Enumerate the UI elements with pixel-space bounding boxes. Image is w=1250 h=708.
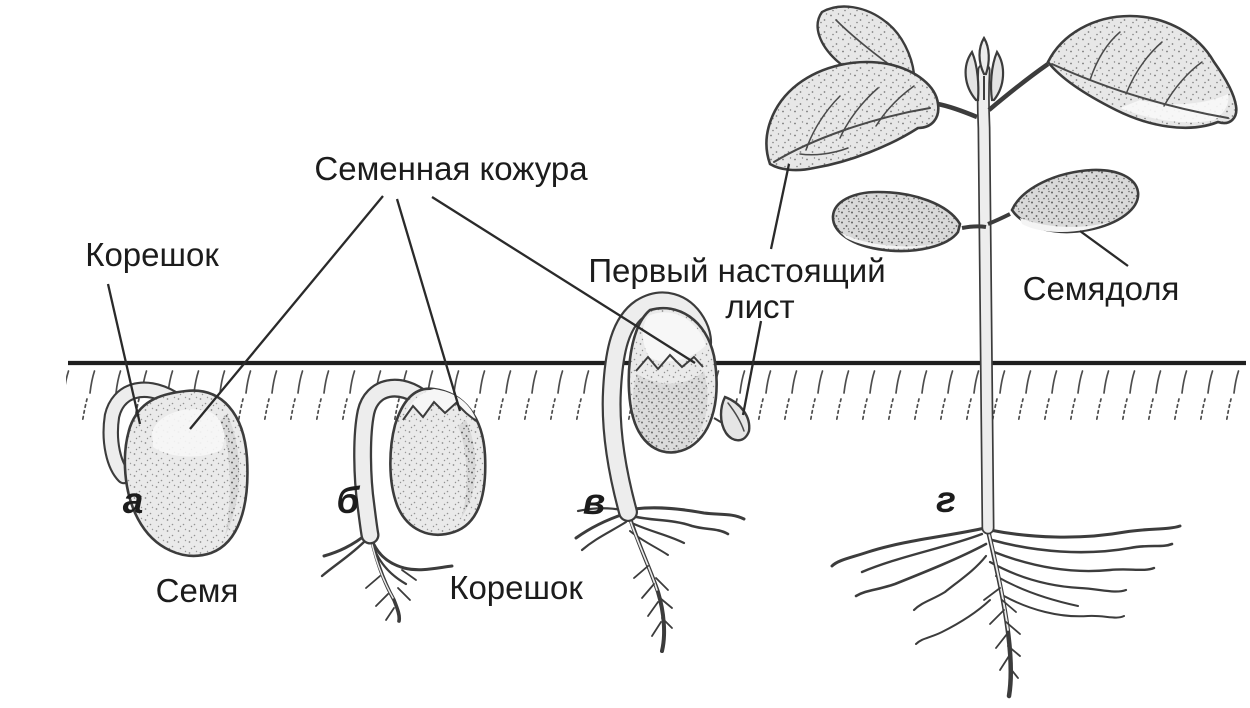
cotyledon-left	[831, 190, 962, 253]
apical-bud	[964, 35, 1005, 102]
cotyledon-right-stalk	[987, 212, 1011, 226]
pointer-cotyledon	[1079, 230, 1129, 267]
stage-v-emerging-seedling: в	[574, 291, 751, 653]
seed-v-exposed-cotyledon	[642, 312, 706, 362]
seed-v-coat-crack	[635, 353, 704, 372]
radicle-hook	[104, 383, 179, 483]
label-first-true-leaf-line1: Первый настоящий	[588, 252, 885, 289]
stage-g-young-plant: г	[765, 5, 1238, 699]
root-system-v	[574, 506, 746, 653]
stem	[978, 65, 993, 533]
cotyledon-left-stalk	[961, 224, 987, 230]
label-radicle-top: Корешок	[85, 236, 219, 273]
cotyledon-right-underside	[1020, 218, 1110, 232]
first-leaf-vein	[727, 402, 745, 432]
label-cotyledon: Семядоля	[1023, 270, 1180, 307]
seed-b-coat-crack	[402, 400, 477, 422]
stage-b-germinating-seed: б Корешок	[320, 378, 583, 623]
stage-letter-g: г	[936, 479, 956, 520]
pointer-seed-coat-to-v	[431, 196, 696, 364]
pointer-seed-coat-to-b	[395, 198, 462, 412]
hypocotyl-b	[355, 380, 432, 543]
stage-letter-b: б	[337, 480, 361, 521]
radicle-caption: Корешок	[449, 569, 583, 606]
cotyledon-left-underside	[840, 232, 936, 249]
left-leaf-petiole	[937, 101, 978, 120]
seed-a-shading	[220, 414, 240, 536]
true-leaf-right	[1046, 14, 1238, 130]
true-leaf-left-veins	[773, 85, 931, 163]
annotations: Семенная кожура Корешок Первый настоящий…	[85, 150, 1180, 430]
stage-letter-v: в	[583, 481, 605, 522]
root-system-b	[320, 531, 454, 623]
true-leaf-right-underside	[1120, 94, 1229, 123]
stage-letter-a: а	[123, 480, 144, 521]
seed-b-shading	[458, 420, 476, 518]
label-seed-coat: Семенная кожура	[314, 150, 588, 187]
seed-b-exposed-cotyledon	[403, 389, 476, 420]
pointer-radicle-to-a	[106, 283, 142, 425]
pointer-first-leaf-to-v	[741, 320, 763, 416]
label-first-true-leaf-line2: лист	[725, 288, 794, 325]
stage-a-seed: а Семя	[102, 381, 249, 609]
seed-a-highlight	[152, 409, 225, 457]
right-leaf-petiole	[987, 62, 1050, 112]
seed-v-shading	[632, 371, 708, 451]
true-leaf-right-veins	[1051, 31, 1229, 119]
root-system-g	[830, 524, 1182, 699]
seed-caption: Семя	[156, 572, 239, 609]
pointer-first-leaf-to-g	[769, 163, 791, 250]
pointer-seed-coat-to-a	[189, 195, 384, 430]
